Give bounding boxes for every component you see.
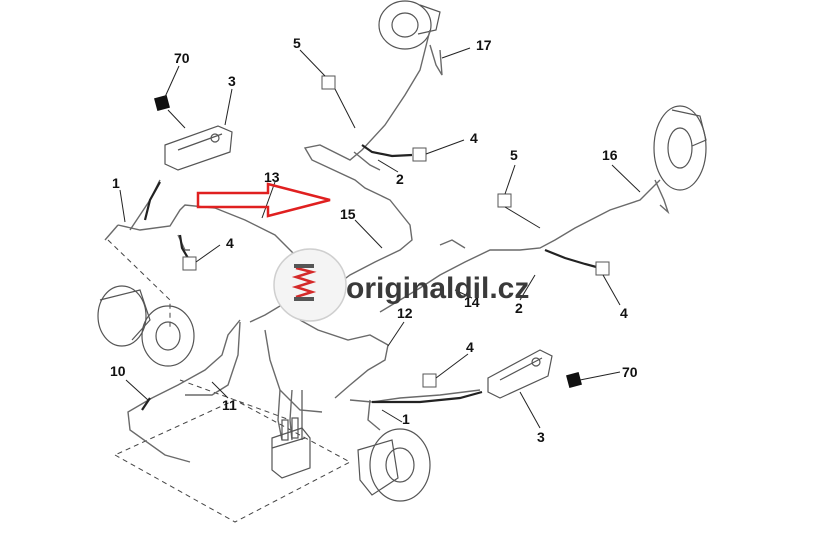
callout-70-bottom: 70	[622, 364, 638, 380]
bracket-upper-left	[164, 125, 233, 171]
spring-icon	[291, 264, 317, 301]
brake-disc-rear-right	[378, 0, 441, 50]
watermark: originaldil.cz	[273, 248, 529, 322]
brake-disc-rear-left	[653, 105, 707, 191]
highlight-arrow	[196, 182, 331, 218]
callout-2-top: 2	[396, 171, 404, 187]
callout-17: 17	[476, 37, 492, 53]
flexible-hoses	[141, 144, 601, 411]
callout-15: 15	[340, 206, 356, 222]
callout-3-top: 3	[228, 73, 236, 89]
callout-11: 11	[222, 397, 237, 413]
callout-70-top: 70	[174, 50, 190, 66]
callout-5-right: 5	[510, 147, 518, 163]
callout-16: 16	[602, 147, 618, 163]
abs-hydraulic-unit	[271, 417, 311, 479]
callout-1-bottom: 1	[402, 411, 410, 427]
subframe-outline	[107, 239, 352, 523]
leader-markers	[154, 75, 610, 388]
callout-13: 13	[264, 169, 280, 185]
watermark-text: originaldil.cz	[346, 272, 529, 305]
callout-4-top: 4	[470, 130, 478, 146]
brake-disc-front-left	[97, 285, 195, 367]
bracket-lower-right	[487, 349, 553, 399]
callout-1-left: 1	[112, 175, 120, 191]
callout-4-bottom: 4	[466, 339, 474, 355]
callout-2-right: 2	[515, 300, 523, 316]
brake-pipes	[104, 29, 670, 463]
brake-disc-front-right	[357, 428, 431, 502]
callout-5-top: 5	[293, 35, 301, 51]
callout-3-bottom: 3	[537, 429, 545, 445]
leader-lines	[119, 47, 641, 429]
callout-labels: 70 3 1 13 4 15 5 17 4 2 5 16 2 14 4 12 4…	[110, 35, 638, 445]
callout-4-left: 4	[226, 235, 234, 251]
callout-10: 10	[110, 363, 126, 379]
callout-12: 12	[397, 305, 413, 321]
callout-4-right: 4	[620, 305, 628, 321]
callout-14: 14	[464, 294, 480, 310]
